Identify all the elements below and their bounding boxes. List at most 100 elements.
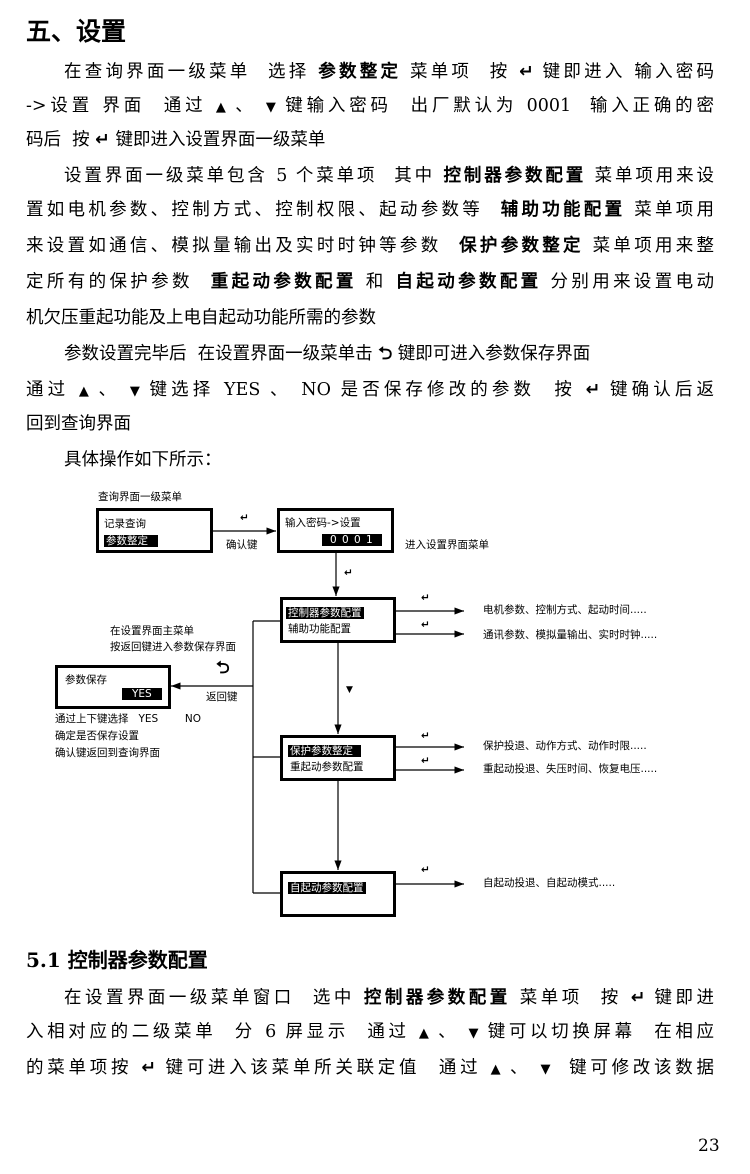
text-line: 通过 ▲ 、 ▼ 键选择 YES 、 NO 是否保存修改的参数 按 ↵ 键确认后… [26, 377, 714, 403]
text: 键确认后返 [600, 380, 714, 400]
save-screen: 参数保存 YES [55, 665, 171, 709]
note: 通过上下键选择 YES NO [55, 713, 202, 725]
text-line: 在设置界面一级菜单窗口 选中 控制器参数配置 菜单项 按 ↵ 键即进 [64, 985, 714, 1011]
enter-icon: ↵ [421, 730, 430, 742]
text: 码后 按 [26, 130, 96, 150]
page-number: 23 [698, 1136, 720, 1156]
menu-item-name: 控制器参数配置 [363, 988, 511, 1008]
text: 键即可进入参数保存界面 [392, 344, 591, 364]
settings-menu-screen-2: 保护参数整定 重起动参数配置 [280, 735, 396, 781]
menu-item-name: 辅助功能配置 [500, 200, 626, 220]
note: 按返回键进入参数保存界面 [110, 641, 236, 653]
down-key-icon: ▼ [265, 100, 276, 115]
text-line: 的菜单项按 ↵ 键可进入该菜单所关联定值 通过 ▲ 、 ▼ 键可修改该数据 [26, 1055, 714, 1081]
text: ->设置 界面 通过 [26, 96, 216, 116]
text: 菜单项 按 [401, 62, 520, 82]
up-key-icon: ▲ [78, 384, 89, 399]
text: 键即进入 输入密码 [533, 62, 715, 82]
text-line: 具体操作如下所示： [64, 447, 714, 473]
password-prompt: 输入密码->设置 [285, 517, 361, 529]
text: 键可进入该菜单所关联定值 通过 [156, 1058, 491, 1078]
settings-menu-screen-3: 自起动参数配置 [280, 871, 396, 917]
text-line: 置如电机参数、控制方式、控制权限、起动参数等 辅助功能配置 菜单项用 [26, 197, 714, 223]
enter-key-icon: ↵ [630, 988, 646, 1008]
note: 在设置界面主菜单 [110, 625, 194, 637]
text: 参数设置完毕后 在设置界面一级菜单击 [64, 344, 379, 364]
menu-item-selected: 自起动参数配置 [288, 882, 366, 894]
subsection-heading: 5.1 控制器参数配置 [26, 948, 208, 972]
menu-item-selected: 保护参数整定 [288, 745, 361, 757]
text-line: 在查询界面一级菜单 选择 参数整定 菜单项 按 ↵ 键即进入 输入密码 [64, 59, 714, 85]
text: 回到查询界面 [26, 414, 131, 434]
menu-description: 电机参数、控制方式、起动时间..... [483, 604, 647, 616]
save-value: YES [122, 688, 162, 700]
menu-item-selected: 控制器参数配置 [286, 607, 364, 619]
text: 菜单项用来整 [583, 236, 715, 256]
menu-item-name: 控制器参数配置 [443, 166, 587, 186]
text: 通过 [26, 380, 79, 400]
text: 、 [428, 1022, 469, 1042]
down-key-icon: ▼ [129, 384, 140, 399]
text: 菜单项 按 [510, 988, 631, 1008]
text-line: 入相对应的二级菜单 分 6 屏显示 通过 ▲ 、 ▼ 键可以切换屏幕 在相应 [26, 1019, 714, 1045]
query-menu-screen: 记录查询 参数整定 [96, 508, 213, 553]
text-line: ->设置 界面 通过 ▲ 、 ▼ 键输入密码 出厂默认为 0001 输入正确的密 [26, 93, 714, 119]
up-key-icon: ▲ [418, 1026, 429, 1041]
query-menu-label: 查询界面一级菜单 [98, 491, 182, 503]
text-line: 来设置如通信、模拟量输出及实时时钟等参数 保护参数整定 菜单项用来整 [26, 233, 714, 259]
menu-description: 保护投退、动作方式、动作时限..... [483, 740, 647, 752]
note: 确认键返回到查询界面 [55, 747, 160, 759]
text: 分别用来设置电动 [541, 272, 715, 292]
enter-icon: ↵ [421, 864, 430, 876]
menu-item: 记录查询 [104, 518, 146, 530]
enter-settings-label: 进入设置界面菜单 [405, 539, 489, 551]
menu-description: 重起动投退、失压时间、恢复电压..... [483, 763, 658, 775]
save-title: 参数保存 [65, 674, 107, 686]
menu-item-name: 重起动参数配置 [210, 272, 357, 292]
text: 、 [500, 1058, 541, 1078]
text: 和 [356, 272, 396, 292]
text-line: 回到查询界面 [26, 411, 714, 437]
text-line: 参数设置完毕后 在设置界面一级菜单击 ⮌ 键即可进入参数保存界面 [64, 341, 714, 367]
down-key-icon: ▼ [540, 1062, 551, 1077]
text: 键即进 [645, 988, 714, 1008]
text: 置如电机参数、控制方式、控制权限、起动参数等 [26, 200, 501, 220]
text-line: 码后 按 ↵ 键即进入设置界面一级菜单 [26, 127, 714, 153]
text: 键可以切换屏幕 在相应 [478, 1022, 715, 1042]
menu-item-name: 自起动参数配置 [395, 272, 542, 292]
section-title: 五、设置 [26, 17, 127, 46]
text-line: 定所有的保护参数 重起动参数配置 和 自起动参数配置 分别用来设置电动 [26, 269, 714, 295]
enter-icon: ↵ [421, 592, 430, 604]
menu-item-selected: 参数整定 [104, 535, 158, 547]
enter-key-icon: ↵ [141, 1058, 157, 1078]
text: 机欠压重起功能及上电自起动功能所需的参数 [26, 308, 376, 328]
text: 键选择 YES 、 NO 是否保存修改的参数 按 [139, 380, 586, 400]
text: 、 [88, 380, 130, 400]
text: 键可修改该数据 [550, 1058, 715, 1078]
back-key-icon: ⮌ [378, 344, 393, 364]
text: 定所有的保护参数 [26, 272, 211, 292]
text: 在设置界面一级菜单窗口 选中 [64, 988, 364, 1008]
text: 、 [225, 96, 266, 116]
confirm-key-label: 确认键 [226, 539, 258, 551]
settings-menu-screen-1: 控制器参数配置 辅助功能配置 [280, 597, 396, 643]
note: 确定是否保存设置 [55, 730, 139, 742]
text: 设置界面一级菜单包含 5 个菜单项 其中 [64, 166, 444, 186]
password-value: 0 0 0 1 [322, 534, 382, 546]
text: 入相对应的二级菜单 分 6 屏显示 通过 [26, 1022, 419, 1042]
menu-description: 通讯参数、模拟量输出、实时时钟..... [483, 629, 658, 641]
text: 在查询界面一级菜单 选择 [64, 62, 319, 82]
enter-key-icon: ↵ [519, 62, 534, 82]
up-key-icon: ▲ [490, 1062, 501, 1077]
menu-item-name: 保护参数整定 [459, 236, 584, 256]
down-icon: ▼ [346, 685, 353, 695]
enter-icon: ↵ [421, 755, 430, 767]
enter-icon: ↵ [344, 567, 353, 579]
text: 来设置如通信、模拟量输出及实时时钟等参数 [26, 236, 460, 256]
text: 的菜单项按 [26, 1058, 142, 1078]
text-line: 设置界面一级菜单包含 5 个菜单项 其中 控制器参数配置 菜单项用来设 [64, 163, 714, 189]
back-icon: ⮌ [216, 658, 230, 678]
enter-icon: ↵ [421, 619, 430, 631]
